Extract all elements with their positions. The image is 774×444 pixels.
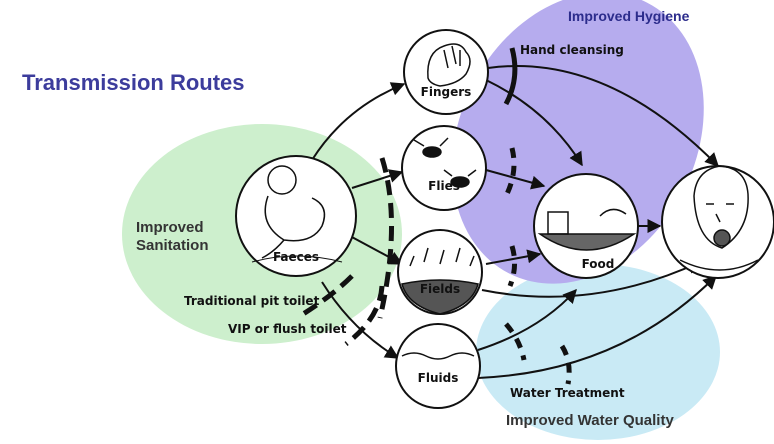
food-label: Food — [582, 257, 615, 271]
food-node — [533, 173, 639, 279]
hand-cleansing-label: Hand cleansing — [520, 43, 624, 57]
arrow-flies-food — [485, 169, 546, 190]
fields-illustration — [401, 247, 479, 315]
hand-cleansing-barrier — [503, 47, 518, 106]
person-eating-illustration — [679, 165, 759, 271]
arrow-faeces-flies — [351, 169, 404, 189]
hygiene-zone-label: Improved Hygiene — [568, 8, 690, 24]
water-quality-zone — [476, 264, 720, 440]
water-barrier-1 — [504, 322, 527, 361]
flies-node — [401, 125, 487, 211]
arrow-fluids-person — [477, 275, 717, 379]
food-illustration — [537, 208, 637, 251]
fluids-node — [395, 323, 481, 409]
faeces-node — [235, 155, 357, 277]
arrow-faeces-fluids — [321, 281, 400, 359]
arrow-fluids-food — [477, 288, 577, 351]
fields-barrier — [507, 245, 518, 287]
hand-illustration — [427, 43, 471, 87]
arrow-fields-food — [485, 249, 542, 265]
fluids-label: Fluids — [418, 371, 459, 385]
flies-barrier — [503, 147, 517, 198]
flies-label: Flies — [428, 179, 460, 193]
sanitation-zone-label-line1: Improved — [136, 219, 204, 236]
arrow-fingers-food — [485, 79, 583, 167]
node-illustrations — [251, 43, 759, 360]
page-title: Transmission Routes — [22, 70, 245, 95]
pit-toilet-barrier — [298, 274, 354, 319]
sanitation-barrier-outer — [344, 285, 385, 346]
fingers-label: Fingers — [421, 85, 472, 99]
vip-flush-toilet-label: VIP or flush toilet — [228, 322, 347, 336]
traditional-pit-toilet-label: Traditional pit toilet — [184, 294, 320, 308]
water-treatment-label: Water Treatment — [510, 386, 625, 400]
faeces-label: Faeces — [273, 250, 319, 264]
arrow-fields-person — [481, 260, 702, 298]
transmission-arrows — [311, 65, 719, 379]
flies-illustration — [413, 137, 477, 188]
water-illustration — [401, 352, 475, 360]
arrow-faeces-fingers — [311, 82, 406, 161]
sanitation-zone-label-line2: Sanitation — [136, 237, 209, 254]
sanitation-barrier-inner — [377, 157, 395, 319]
water-quality-zone-label: Improved Water Quality — [506, 412, 674, 429]
barriers — [298, 47, 572, 385]
fingers-node — [403, 29, 489, 115]
nodes — [235, 29, 774, 409]
fields-label: Fields — [420, 282, 460, 296]
water-barrier-2 — [559, 344, 572, 385]
arrow-fingers-person — [487, 65, 719, 167]
crouching-person-illustration — [251, 165, 343, 263]
arrow-faeces-fields — [349, 235, 404, 265]
